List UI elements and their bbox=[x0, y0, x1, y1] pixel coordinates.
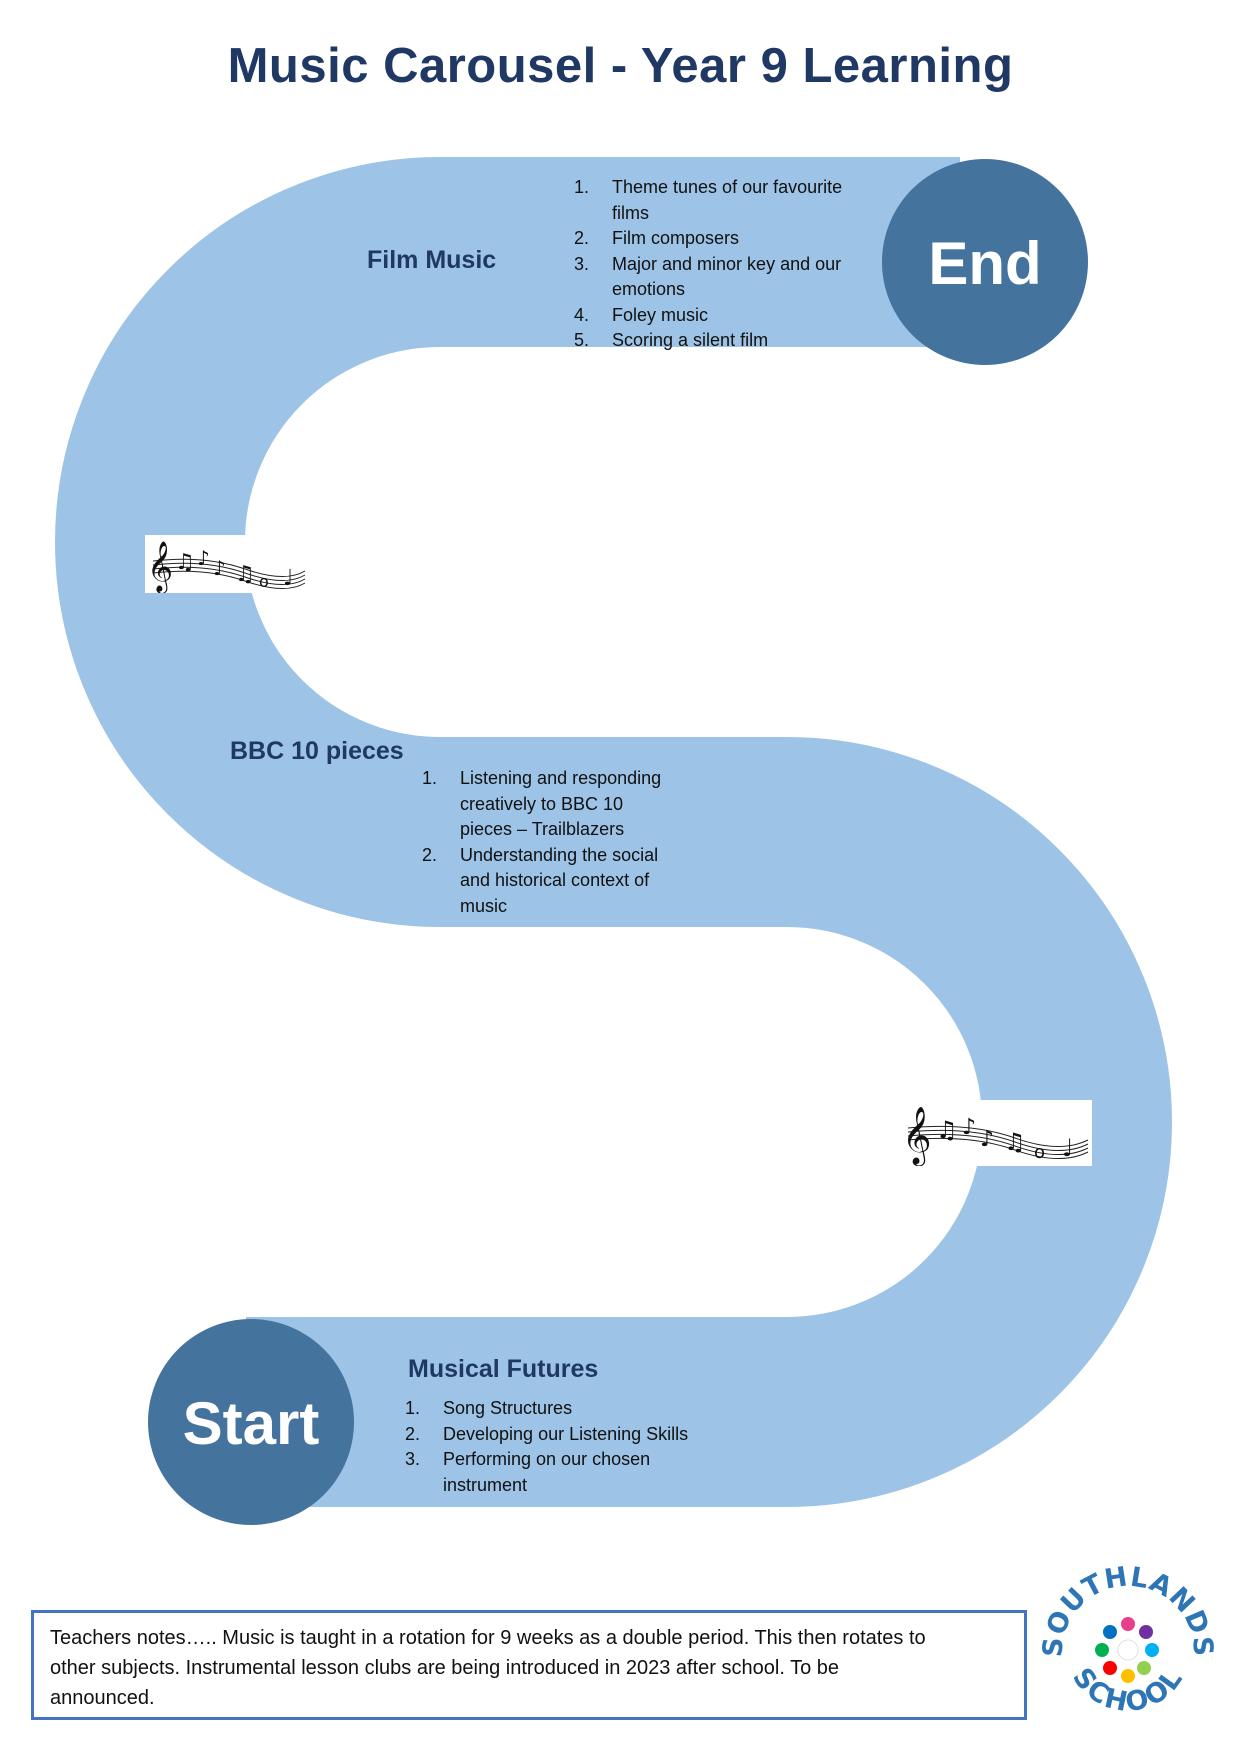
notes-line: Teachers notes….. Music is taught in a r… bbox=[50, 1627, 926, 1649]
svg-text:♪: ♪ bbox=[980, 1127, 994, 1152]
svg-text:♫: ♫ bbox=[175, 550, 195, 575]
page-title: Music Carousel - Year 9 Learning bbox=[227, 39, 1014, 93]
list-item: 4.Foley music bbox=[574, 304, 709, 325]
end-label: End bbox=[928, 229, 1042, 297]
svg-text:♪: ♪ bbox=[197, 546, 210, 570]
notes-line: other subjects. Instrumental lesson club… bbox=[50, 1657, 839, 1679]
svg-text:𝄞: 𝄞 bbox=[147, 541, 173, 593]
list-item: 2.Developing our Listening Skills bbox=[405, 1423, 689, 1444]
logo-figures bbox=[1095, 1617, 1159, 1683]
music-notes-icon: 𝄞 ♫ ♪ ♪ ♫ o ♩ bbox=[900, 1100, 1092, 1166]
list-item: 5.Scoring a silent film bbox=[574, 330, 769, 350]
svg-text:♫: ♫ bbox=[235, 562, 255, 587]
stage-title-musical-futures: Musical Futures bbox=[408, 1355, 599, 1383]
svg-text:𝄞: 𝄞 bbox=[902, 1106, 932, 1166]
school-logo-icon: SOUTHLANDS SCHOOL bbox=[1038, 1561, 1217, 1718]
stage-title-film-music: Film Music bbox=[367, 246, 497, 274]
svg-text:♪: ♪ bbox=[962, 1115, 976, 1140]
music-notes-icon: 𝄞 ♫ ♪ ♪ ♫ o ♩ bbox=[145, 535, 310, 593]
list-item: 1.Song Structures bbox=[405, 1398, 573, 1418]
svg-text:♩: ♩ bbox=[1062, 1134, 1073, 1162]
start-circle bbox=[148, 1319, 354, 1525]
stage-title-bbc: BBC 10 pieces bbox=[230, 737, 404, 765]
start-label: Start bbox=[182, 1389, 320, 1457]
svg-text:♫: ♫ bbox=[936, 1116, 958, 1144]
svg-text:o: o bbox=[1034, 1142, 1045, 1163]
musical-futures-topics: 1.Song Structures 2.Developing our Liste… bbox=[405, 1396, 745, 1498]
svg-text:♩: ♩ bbox=[283, 566, 293, 591]
list-item: 2.Film composers bbox=[574, 228, 740, 248]
notes-line: announced. bbox=[50, 1687, 155, 1709]
road-band bbox=[55, 157, 1172, 1507]
end-circle bbox=[882, 159, 1088, 365]
svg-text:♫: ♫ bbox=[1004, 1128, 1026, 1156]
svg-text:♪: ♪ bbox=[213, 556, 226, 580]
svg-text:o: o bbox=[259, 572, 269, 591]
teachers-notes: Teachers notes….. Music is taught in a r… bbox=[31, 1610, 1027, 1720]
